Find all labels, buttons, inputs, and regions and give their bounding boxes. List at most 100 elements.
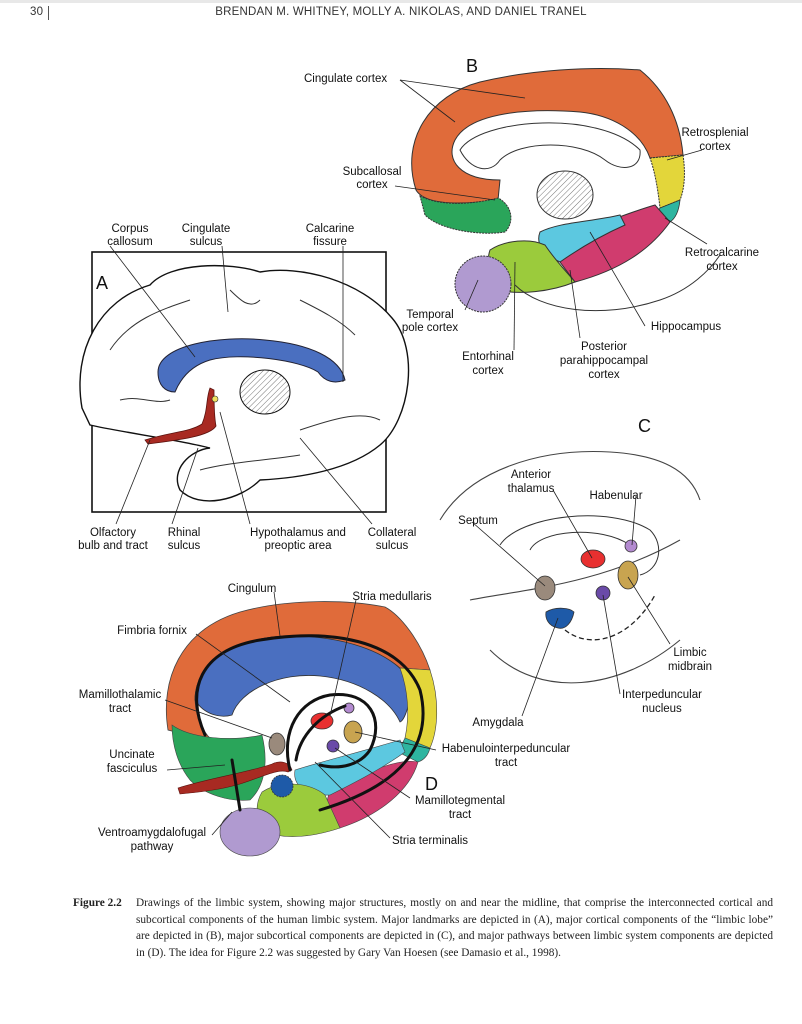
panel-b-temporal-pole-cortex — [454, 255, 512, 313]
label-anterior-thalamus-2: thalamus — [508, 483, 555, 495]
label-olfactory: Olfactory — [90, 527, 136, 539]
running-head: BRENDAN M. WHITNEY, MOLLY A. NIKOLAS, AN… — [215, 6, 587, 18]
pathway-ventroamygdalofugal — [230, 758, 242, 812]
panel-a: A Corpus callosum Cingulate sulcus Calca… — [78, 223, 416, 552]
label-fimbria-fornix: Fimbria fornix — [117, 625, 187, 637]
panel-c-fornix — [499, 515, 660, 576]
label-anterior-thalamus: Anterior — [511, 469, 551, 481]
label-corpus-callosum: Corpus — [111, 223, 148, 235]
page-number-divider — [48, 6, 49, 20]
label-retrosplenial-cortex-2: cortex — [699, 141, 731, 153]
pathway-cingulum — [195, 634, 425, 812]
panel-c-brain-outline — [439, 450, 701, 684]
label-temporal-pole-cortex: Temporal — [406, 309, 453, 321]
panel-b-subcallosal-cortex — [419, 195, 512, 234]
label-interpeduncular-nucleus-2: nucleus — [642, 703, 682, 715]
label-cingulate-sulcus: Cingulate — [182, 223, 231, 235]
panel-d-pathways — [195, 634, 425, 812]
label-posterior-parahippocampal-3: cortex — [588, 369, 620, 381]
label-posterior-parahippocampal: Posterior — [581, 341, 627, 353]
label-stria-terminalis: Stria terminalis — [392, 835, 468, 847]
panel-c-labels: Anterior thalamus Habenular Septum Limbi… — [458, 469, 712, 729]
panel-b-cingulate-cortex — [411, 68, 684, 204]
panel-d-amygdala — [270, 774, 294, 798]
panel-b-lower-outline — [514, 254, 721, 312]
label-habenular: Habenular — [589, 490, 642, 502]
panel-c-limbic-midbrain — [617, 560, 639, 590]
panel-a-letter: A — [96, 273, 108, 293]
panel-a-leaders — [109, 245, 373, 525]
label-corpus-callosum-2: callosum — [107, 236, 152, 248]
panel-d-septum — [268, 732, 286, 756]
panel-b-leaders — [394, 79, 708, 351]
panel-b-labels: Cingulate cortex Subcallosal cortex Retr… — [304, 73, 759, 381]
panel-d-interpeduncular — [326, 739, 340, 753]
label-limbic-midbrain-2: midbrain — [668, 661, 712, 673]
label-cingulate-cortex: Cingulate cortex — [304, 73, 387, 85]
label-entorhinal-cortex-2: cortex — [472, 365, 504, 377]
label-ventroamygdalofugal-pathway-2: pathway — [131, 841, 174, 853]
panel-d-limbic-midbrain — [343, 720, 363, 744]
label-hypothalamus: Hypothalamus and — [250, 527, 346, 539]
label-interpeduncular-nucleus: Interpeduncular — [622, 689, 702, 701]
label-retrosplenial-cortex: Retrosplenial — [681, 127, 748, 139]
label-stria-medullaris: Stria medullaris — [352, 591, 431, 603]
figure-caption-text: Drawings of the limbic system, showing m… — [136, 897, 773, 959]
label-limbic-midbrain: Limbic — [673, 647, 706, 659]
panel-d-letter: D — [425, 774, 438, 794]
label-amygdala: Amygdala — [472, 717, 524, 729]
label-rhinal-sulcus: Rhinal — [168, 527, 201, 539]
label-calcarine-fissure: Calcarine — [306, 223, 355, 235]
pathway-fornix — [285, 692, 378, 772]
panel-c: C Anterior thalamus Habenular Septum Lim… — [439, 416, 712, 729]
panel-d: D — [79, 583, 571, 857]
label-mamillothalamic-tract-2: tract — [109, 703, 132, 715]
label-collateral-sulcus-2: sulcus — [376, 540, 409, 552]
label-ventroamygdalofugal-pathway: Ventroamygdalofugal — [98, 827, 206, 839]
label-olfactory-2: bulb and tract — [78, 540, 148, 552]
label-subcallosal-cortex: Subcallosal — [343, 166, 402, 178]
label-habenulointerpeduncular-tract-2: tract — [495, 757, 518, 769]
panel-d-labels: Cingulum Stria medullaris Fimbria fornix… — [79, 583, 571, 853]
label-rhinal-sulcus-2: sulcus — [168, 540, 201, 552]
page-number: 30 — [30, 6, 44, 18]
label-posterior-parahippocampal-2: parahippocampal — [560, 355, 648, 367]
label-calcarine-fissure-2: fissure — [313, 236, 347, 248]
panel-c-amygdala — [545, 607, 575, 629]
panel-d-leaders — [164, 591, 437, 839]
panel-b: B Cingulate cort — [304, 56, 759, 381]
label-hypothalamus-2: preoptic area — [264, 540, 332, 552]
panel-a-gyri — [109, 289, 381, 471]
label-septum: Septum — [458, 515, 498, 527]
panel-c-dashed-boundary — [564, 594, 656, 641]
panel-c-interpeduncular — [595, 585, 611, 601]
panel-b-thalamus — [536, 170, 594, 220]
label-subcallosal-cortex-2: cortex — [356, 179, 388, 191]
label-habenulointerpeduncular-tract: Habenulointerpeduncular — [442, 743, 571, 755]
panel-a-thalamus — [239, 369, 291, 415]
label-uncinate-fasciculus: Uncinate — [109, 749, 154, 761]
label-hippocampus: Hippocampus — [651, 321, 722, 333]
label-uncinate-fasciculus-2: fasciculus — [107, 763, 158, 775]
page-top-rule — [0, 0, 802, 3]
label-retrocalcarine-cortex: Retrocalcarine — [685, 247, 759, 259]
label-entorhinal-cortex: Entorhinal — [462, 351, 514, 363]
label-mamillotegmental-tract-2: tract — [449, 809, 472, 821]
label-mamillotegmental-tract: Mamillotegmental — [415, 795, 505, 807]
panel-b-letter: B — [466, 56, 478, 76]
figure-caption-label: Figure 2.2 — [73, 897, 122, 909]
panel-b-corpus-callosum-outline — [459, 122, 641, 170]
label-mamillothalamic-tract: Mamillothalamic — [79, 689, 162, 701]
panel-c-habenular — [624, 539, 638, 553]
panel-c-leaders — [471, 489, 671, 717]
panel-a-labels: Corpus callosum Cingulate sulcus Calcari… — [78, 223, 416, 552]
panel-c-letter: C — [638, 416, 651, 436]
label-temporal-pole-cortex-2: pole cortex — [402, 322, 459, 334]
panel-a-corpus-callosum — [157, 338, 346, 393]
panel-a-preoptic-dot — [211, 395, 219, 403]
label-collateral-sulcus: Collateral — [368, 527, 417, 539]
label-cingulate-sulcus-2: sulcus — [190, 236, 223, 248]
panel-a-olfactory-tract — [144, 387, 217, 445]
label-retrocalcarine-cortex-2: cortex — [706, 261, 738, 273]
panel-d-habenular — [343, 702, 355, 714]
